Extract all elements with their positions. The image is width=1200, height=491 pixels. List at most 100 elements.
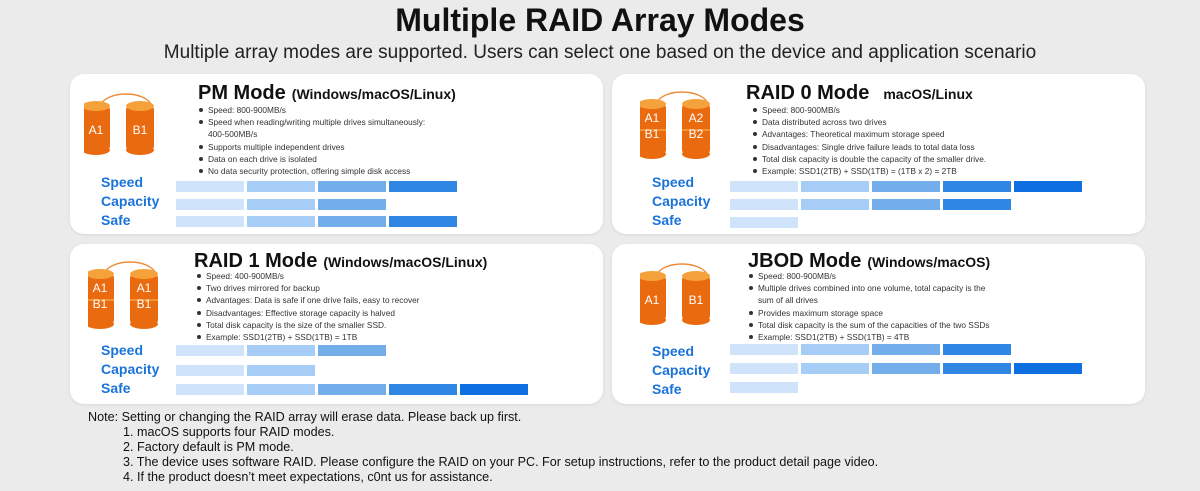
- feature-item: Total disk capacity is the size of the s…: [196, 319, 496, 331]
- drive-label: A1: [645, 111, 660, 125]
- mode-title-text: RAID 0 Mode: [746, 82, 870, 104]
- feature-item: Disadvantages: Effective storage capacit…: [196, 307, 496, 319]
- feature-item: Total disk capacity is double the capaci…: [752, 153, 1052, 165]
- mode-title-text: RAID 1 Mode: [194, 250, 318, 272]
- speed-bar-segment: [318, 345, 386, 356]
- capacity-bar-segment: [247, 365, 315, 376]
- speed-bar-segment: [247, 181, 315, 192]
- safe-bar-segment: [389, 216, 457, 227]
- speed-label: Speed: [101, 342, 144, 358]
- safe-label: Safe: [652, 381, 682, 397]
- drive-cylinder: [640, 271, 666, 325]
- capacity-bar-segment: [730, 199, 798, 210]
- drive-label: A2: [689, 111, 704, 125]
- drive-label: A1: [93, 281, 108, 295]
- drive-label: B1: [645, 127, 660, 141]
- feature-item: Provides maximum storage space: [748, 307, 1048, 319]
- capacity-bar-segment: [730, 363, 798, 374]
- capacity-bar-segment: [943, 199, 1011, 210]
- capacity-bar-segment: [247, 199, 315, 210]
- speed-bar-segment: [176, 181, 244, 192]
- mode-title: RAID 0 Mode macOS/Linux: [746, 82, 973, 105]
- safe-bar-segment: [176, 384, 244, 395]
- feature-item: 400-500MB/s: [208, 129, 258, 140]
- capacity-bar-segment: [943, 363, 1011, 374]
- note-item: 1. macOS supports four RAID modes.: [123, 425, 335, 439]
- capacity-label: Capacity: [652, 193, 711, 209]
- speed-label: Speed: [652, 343, 695, 359]
- mode-platforms: (Windows/macOS/Linux): [323, 254, 488, 270]
- speed-bar-segment: [730, 181, 798, 192]
- page-title: Multiple RAID Array Modes: [395, 2, 805, 38]
- speed-bar-segment: [176, 345, 244, 356]
- safe-label: Safe: [101, 380, 131, 396]
- capacity-bar-segment: [176, 199, 244, 210]
- feature-list: Speed: 800-900MB/s Multiple drives combi…: [748, 270, 1048, 343]
- mode-title-text: PM Mode: [198, 82, 286, 104]
- safe-bar-segment: [247, 384, 315, 395]
- safe-bar-segment: [176, 216, 244, 227]
- speed-bar-segment: [943, 181, 1011, 192]
- capacity-label: Capacity: [101, 361, 160, 377]
- capacity-label: Capacity: [101, 193, 160, 209]
- speed-bar-segment: [247, 345, 315, 356]
- feature-list: Speed: 800-900MB/s Speed when reading/wr…: [198, 104, 498, 177]
- drive-cylinder: [682, 271, 710, 325]
- feature-item: Example: SSD1(2TB) + SSD(1TB) = 4TB: [748, 331, 1048, 343]
- speed-label: Speed: [652, 174, 695, 190]
- drive-label: A1: [89, 123, 104, 137]
- capacity-bar-segment: [801, 363, 869, 374]
- feature-item: Speed when reading/writing multiple driv…: [198, 116, 498, 128]
- feature-list: Speed: 400-900MB/s Two drives mirrored f…: [196, 270, 496, 343]
- safe-bar-segment: [389, 384, 457, 395]
- speed-bar-segment: [872, 181, 940, 192]
- mode-title: JBOD Mode(Windows/macOS): [748, 250, 990, 273]
- speed-label: Speed: [101, 174, 144, 190]
- drive-label: B1: [137, 297, 152, 311]
- drive-label: A1: [645, 293, 660, 307]
- feature-item: sum of all drives: [758, 295, 818, 306]
- card-pm-mode: A1 B1 PM Mode (Windows/macOS/Linux) Speed:…: [70, 74, 603, 234]
- capacity-bar-segment: [801, 199, 869, 210]
- feature-item: Total disk capacity is the sum of the ca…: [748, 319, 1048, 331]
- note-item: 2. Factory default is PM mode.: [123, 440, 294, 454]
- capacity-bar-segment: [1014, 363, 1082, 374]
- feature-item: Speed: 800-900MB/s: [752, 104, 1052, 116]
- safe-bar-segment: [318, 384, 386, 395]
- safe-bar-segment: [318, 216, 386, 227]
- safe-label: Safe: [101, 212, 131, 228]
- drive-label: B2: [689, 127, 704, 141]
- mode-platforms: macOS/Linux: [883, 86, 973, 102]
- note-item: 4. If the product doesn’t meet expectati…: [123, 470, 493, 484]
- speed-bar-segment: [943, 344, 1011, 355]
- drive-cylinder: [640, 99, 666, 159]
- drive-cylinder: [84, 101, 110, 155]
- drive-cylinder: [88, 269, 114, 329]
- capacity-bar-segment: [872, 363, 940, 374]
- safe-bar-segment: [247, 216, 315, 227]
- capacity-bar-segment: [872, 199, 940, 210]
- drive-label: B1: [93, 297, 108, 311]
- speed-bar-segment: [872, 344, 940, 355]
- mode-title: PM Mode (Windows/macOS/Linux): [198, 82, 456, 105]
- drive-label: B1: [133, 123, 148, 137]
- feature-item: Data distributed across two drives: [752, 116, 1052, 128]
- feature-item: Speed: 800-900MB/s: [198, 104, 498, 116]
- safe-label: Safe: [652, 212, 682, 228]
- feature-item: Data on each drive is isolated: [198, 153, 498, 165]
- speed-bar-segment: [318, 181, 386, 192]
- feature-item: Speed: 400-900MB/s: [196, 270, 496, 282]
- mode-title-text: JBOD Mode: [748, 250, 862, 272]
- drives-icon: A1 B1: [84, 93, 154, 155]
- speed-bar-segment: [801, 181, 869, 192]
- feature-item: No data security protection, offering si…: [198, 165, 498, 177]
- feature-item: Advantages: Data is safe if one drive fa…: [196, 294, 496, 306]
- drive-cylinder: [682, 99, 710, 159]
- speed-bar-segment: [730, 344, 798, 355]
- mode-title: RAID 1 Mode (Windows/macOS/Linux): [194, 250, 487, 273]
- mode-platforms: (Windows/macOS/Linux): [291, 86, 456, 102]
